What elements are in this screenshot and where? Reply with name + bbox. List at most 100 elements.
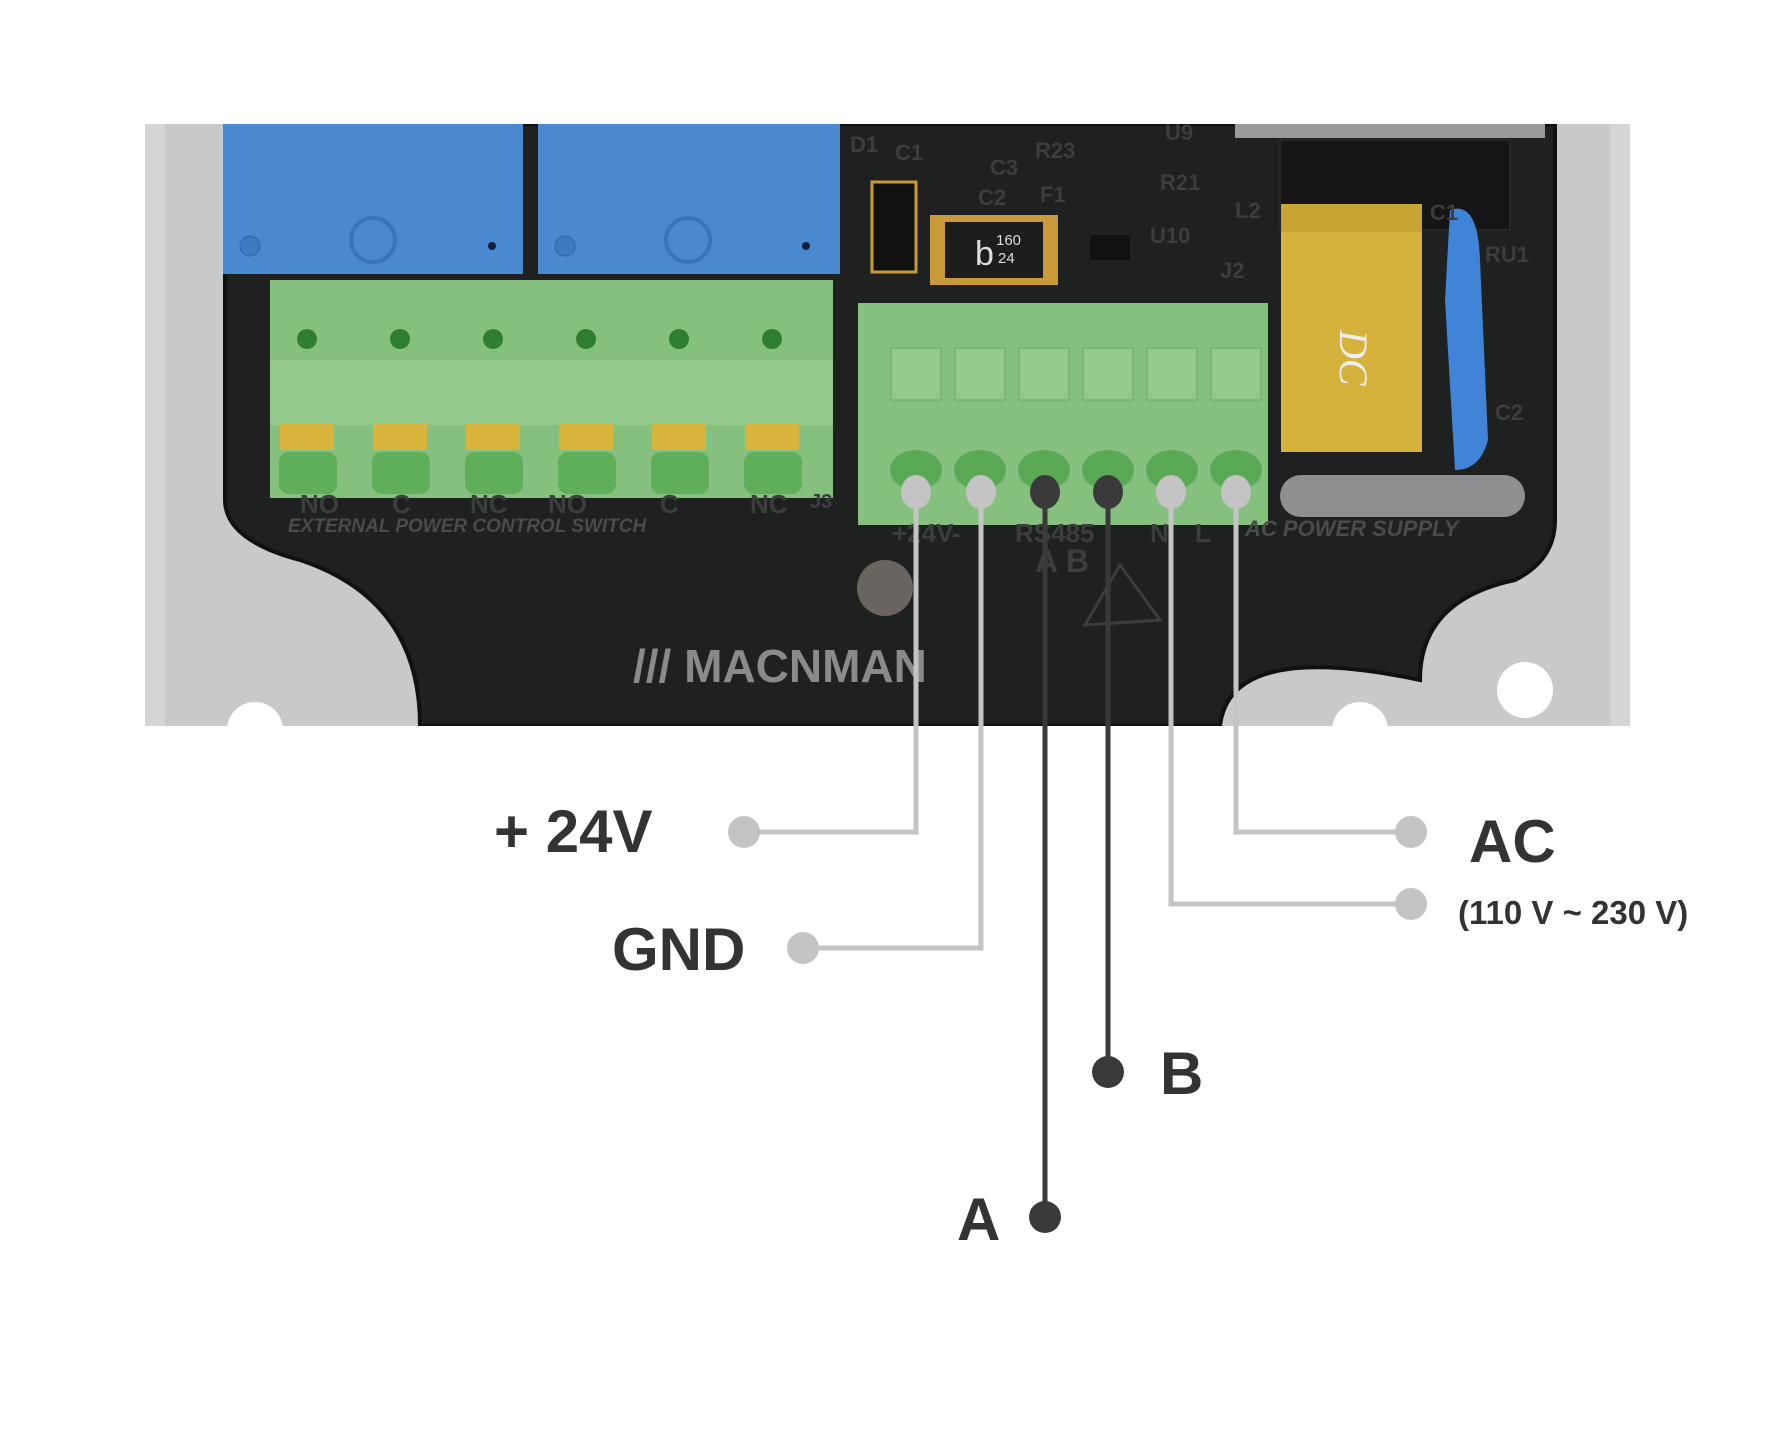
wire-entry [954,450,1006,490]
silk-j3: J3 [810,491,832,513]
end-dot-gnd [787,932,819,964]
regulator [1090,235,1130,260]
silk-component-label: R23 [1035,138,1075,163]
high-voltage-icon [1082,562,1163,627]
label-ac-range: (110 V ~ 230 V) [1458,894,1688,931]
left-terminal-labels: NO C NC NO C NC [300,489,788,519]
label-ac: AC [1469,808,1556,875]
silk-component-label: R21 [1160,170,1200,195]
capacitor-mark: DC [1331,329,1376,387]
mounting-hole [227,702,283,726]
wire-entry [1018,450,1070,490]
terminal-dot-a [1030,475,1060,509]
push-button [890,347,942,401]
silk-component-label: C1 [895,140,923,165]
silk-component-label: C2 [978,185,1006,210]
terminal-dot-gnd [966,475,996,509]
screw-hole [669,329,689,349]
silk-rs485: RS485 [1015,518,1095,548]
silk-component-label: L2 [1235,198,1261,223]
wire-l [1233,492,1411,835]
terminal-dot-n [1156,475,1186,509]
silk-ac-supply: AC POWER SUPPLY [1244,516,1461,541]
spring-lever [745,424,799,450]
wire-entry [279,452,337,494]
label-a: A [957,1186,1000,1253]
wire-entry [1210,450,1262,490]
wire-entry [465,452,523,494]
silk-component-label: C3 [990,155,1018,180]
silk-component-label: F1 [1040,182,1066,207]
silk-n: N [1150,518,1169,548]
wire-entry [1146,450,1198,490]
end-dot-l [1395,816,1427,848]
silk-component-label: C2 [1495,400,1523,425]
terminal-dot-l [1221,475,1251,509]
spring-lever [652,424,706,450]
resistor [1280,475,1525,517]
spring-lever [466,424,520,450]
relay-2 [538,124,840,274]
label-gnd: GND [612,916,745,983]
fuse-top: 160 [996,232,1021,249]
push-button [1082,347,1134,401]
label-b: B [1160,1040,1203,1107]
spring-lever [280,424,334,450]
push-button [954,347,1006,401]
mounting-hole [1332,702,1388,726]
end-dot-b [1092,1056,1124,1088]
push-button [1146,347,1198,401]
silk-component-label: RU1 [1485,242,1529,267]
wire-n [1168,492,1411,907]
silk-relay-label: NO [548,489,587,519]
spring-lever [373,424,427,450]
screw-hole [762,329,782,349]
relay-terminal-block [270,280,833,498]
screw-hole [576,329,596,349]
screw-hole [297,329,317,349]
brand-logo: /// MACNMAN [633,640,927,692]
label-24v: + 24V [494,798,652,865]
diode [870,180,918,274]
screw-hole [483,329,503,349]
silk-relay-label: C [660,489,679,519]
end-dot-n [1395,888,1427,920]
mounting-hole [1497,662,1553,718]
silk-component-label: U9 [1165,120,1193,145]
wire-entry [558,452,616,494]
wire-entry [651,452,709,494]
relay-1 [223,124,523,274]
silk-component-label: C1 [1430,200,1458,225]
varistor [1445,208,1488,471]
push-button [1210,347,1262,401]
wire-entry [890,450,942,490]
wire-gnd [803,492,984,951]
silk-24v: +24V- [892,518,961,548]
silk-relay-label: NC [470,489,508,519]
spring-lever [559,424,613,450]
led [857,560,913,616]
silk-l: L [1195,518,1211,548]
fuse-bottom: 24 [998,250,1015,267]
silk-component-label: D1 [850,132,878,157]
fuse-letter: b [975,235,994,273]
connector-edge [1235,124,1545,138]
silk-relay-label: C [392,489,411,519]
silk-relay-label: NO [300,489,339,519]
screw-hole [390,329,410,349]
left-terminal-title: EXTERNAL POWER CONTROL SWITCH [288,516,647,537]
fuse: b 160 24 [930,215,1058,285]
push-button [1018,347,1070,401]
silk-component-label: J2 [1220,258,1244,283]
wire-entry [372,452,430,494]
wire-callouts: + 24V GND B A AC (110 V ~ 230 V) [494,475,1688,1253]
wire-entry [744,452,802,494]
silk-component-label: U10 [1150,223,1190,248]
silk-relay-label: NC [750,489,788,519]
end-dot-a [1029,1201,1061,1233]
terminal-dot-24v [901,475,931,509]
x-capacitor: DC [1281,204,1422,452]
